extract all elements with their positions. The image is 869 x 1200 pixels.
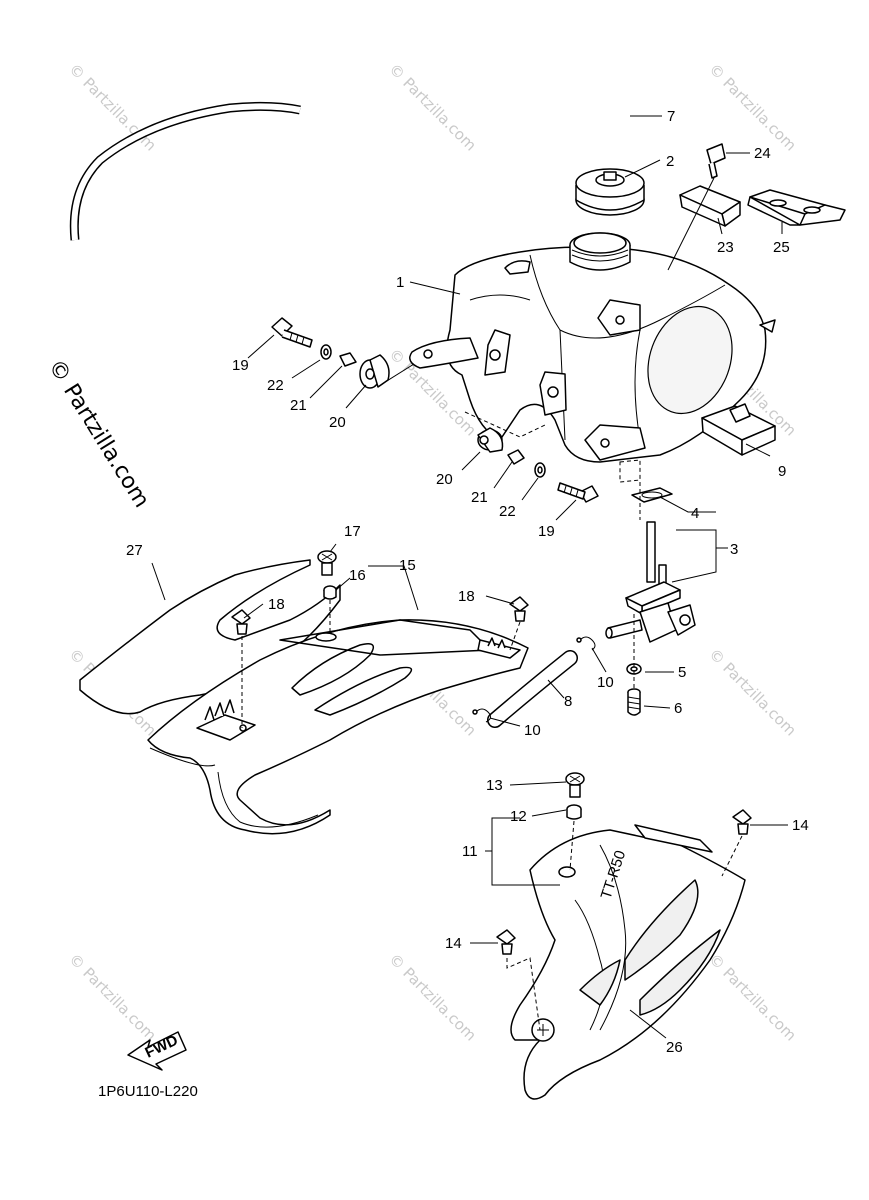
callout-20-upper: 20 xyxy=(329,414,346,431)
rivet-14-left xyxy=(496,929,516,955)
assembly-line xyxy=(721,835,743,877)
hose-clip-10-lower xyxy=(472,708,492,723)
callout-22-lower: 22 xyxy=(499,503,516,520)
callout-15: 15 xyxy=(399,557,416,574)
callout-19-lower: 19 xyxy=(538,523,555,540)
rivet-18-right xyxy=(509,596,529,622)
callout-8: 8 xyxy=(564,693,572,710)
collar-16 xyxy=(323,585,337,600)
bracket-23 xyxy=(679,185,741,227)
screw-13 xyxy=(565,772,585,798)
screw-24 xyxy=(706,143,726,179)
callout-12: 12 xyxy=(510,808,527,825)
clamp-25 xyxy=(747,189,846,226)
callout-10-upper: 10 xyxy=(597,674,614,691)
callout-5: 5 xyxy=(678,664,686,681)
callout-19-upper: 19 xyxy=(232,357,249,374)
callout-13: 13 xyxy=(486,777,503,794)
collar-21-upper xyxy=(339,352,357,367)
collar-12 xyxy=(566,804,582,820)
rivet-18-left xyxy=(231,609,251,635)
callout-25: 25 xyxy=(773,239,790,256)
side-cover-26: TT-R50 xyxy=(510,824,746,1100)
hose-clip-10-upper xyxy=(576,636,596,651)
callout-17: 17 xyxy=(344,523,361,540)
callout-21-upper: 21 xyxy=(290,397,307,414)
callout-2: 2 xyxy=(666,153,674,170)
callout-23: 23 xyxy=(717,239,734,256)
tank-cover-15 xyxy=(147,619,529,835)
fuel-tank xyxy=(409,232,776,483)
callout-18-left: 18 xyxy=(268,596,285,613)
washer-22-lower xyxy=(534,462,546,478)
assembly-line xyxy=(464,411,546,438)
callout-18-right: 18 xyxy=(458,588,475,605)
breather-hose xyxy=(69,101,301,241)
callout-7: 7 xyxy=(667,108,675,125)
screw-17 xyxy=(317,550,337,576)
callout-26: 26 xyxy=(666,1039,683,1056)
callout-6: 6 xyxy=(674,700,682,717)
fuel-cap xyxy=(575,168,645,216)
callout-1: 1 xyxy=(396,274,404,291)
graphic-27 xyxy=(79,559,341,715)
callout-22-upper: 22 xyxy=(267,377,284,394)
callout-3: 3 xyxy=(730,541,738,558)
bolt-19-lower xyxy=(557,482,599,503)
callout-16: 16 xyxy=(349,567,366,584)
rivet-14-right xyxy=(732,809,752,835)
callout-21-lower: 21 xyxy=(471,489,488,506)
callout-11: 11 xyxy=(462,843,478,860)
washer-22-upper xyxy=(320,344,332,360)
callout-9: 9 xyxy=(778,463,786,480)
bolt-19-upper xyxy=(271,317,313,348)
collar-21-lower xyxy=(507,449,525,465)
callout-10-lower: 10 xyxy=(524,722,541,739)
assembly-line xyxy=(509,621,521,651)
callout-20-lower: 20 xyxy=(436,471,453,488)
damper-20-upper xyxy=(359,354,390,389)
callout-labels: 7 2 24 1 23 25 19 22 21 20 9 20 21 22 19… xyxy=(126,108,809,1056)
damper-20-lower xyxy=(477,427,504,453)
damper-9 xyxy=(701,403,776,456)
callout-27: 27 xyxy=(126,542,143,559)
callout-14-right: 14 xyxy=(792,817,809,834)
screw-6 xyxy=(627,688,641,716)
callout-24: 24 xyxy=(754,145,771,162)
fuel-cock-3 xyxy=(605,521,696,643)
leader-lines xyxy=(151,115,788,1039)
callout-4: 4 xyxy=(691,505,699,522)
assembly-line xyxy=(506,957,541,1031)
forward-arrow-icon: FWD xyxy=(127,1031,187,1071)
assembly-line xyxy=(569,820,575,871)
diagram-code: 1P6U110-L220 xyxy=(98,1083,198,1100)
fuel-hose-8 xyxy=(487,650,578,728)
callout-14-left: 14 xyxy=(445,935,462,952)
